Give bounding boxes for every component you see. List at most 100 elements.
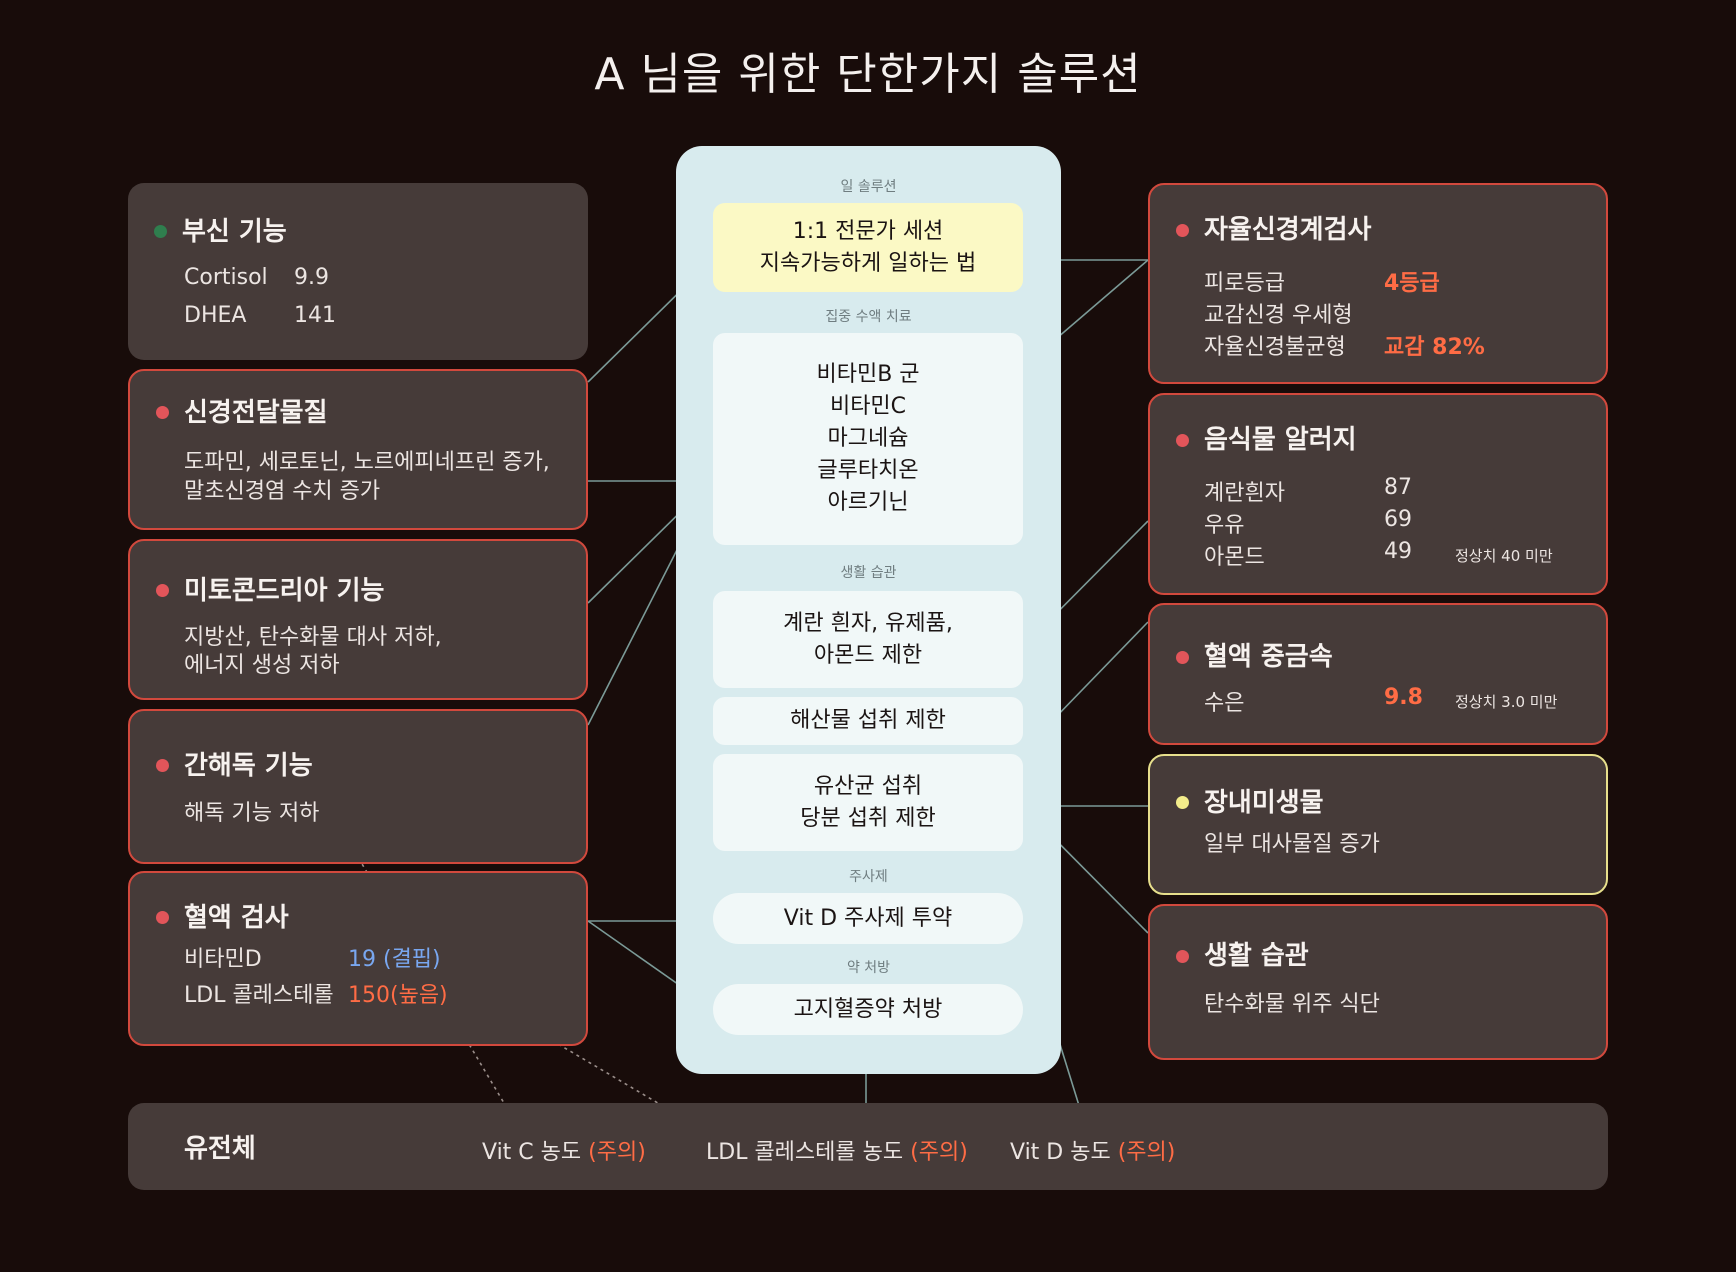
solution-line: 고지혈증약 처방 [793, 996, 943, 1022]
genome-item-status: (주의) [588, 1140, 646, 1165]
solution-line: 유산균 섭취 [813, 773, 923, 799]
genome-item: LDL 콜레스테롤 농도 (주의) [706, 1134, 968, 1166]
status-dot [154, 225, 167, 238]
card-title: 혈액 검사 [184, 903, 289, 933]
row-value: 9.8 [1384, 685, 1423, 710]
card-liver: 간해독 기능 해독 기능 저하 [128, 709, 588, 864]
card-adrenal: 부신 기능 Cortisol 9.9 DHEA 141 [128, 183, 588, 360]
card-line: 도파민, 세로토닌, 노르에피네프린 증가, [184, 450, 550, 475]
solution-item: 고지혈증약 처방 [713, 984, 1023, 1035]
section-label: 생활 습관 [840, 565, 897, 581]
status-dot [1176, 796, 1189, 809]
solution-item: 1:1 전문가 세션 지속가능하게 일하는 법 [713, 203, 1023, 292]
card-mitochondria: 미토콘드리아 기능 지방산, 탄수화물 대사 저하, 에너지 생성 저하 [128, 539, 588, 700]
row-label: 피로등급 [1204, 271, 1285, 296]
card-line: 에너지 생성 저하 [184, 653, 340, 678]
reference-note: 정상치 40 미만 [1455, 547, 1553, 565]
status-dot [1176, 950, 1189, 963]
row-label: 교감신경 우세형 [1204, 303, 1353, 328]
solution-line: 해산물 섭취 제한 [790, 708, 946, 733]
status-dot [1176, 434, 1189, 447]
genome-title: 유전체 [184, 1134, 256, 1164]
status-dot [156, 406, 169, 419]
card-title: 음식물 알러지 [1204, 425, 1357, 455]
row-value: 19 (결핍) [348, 947, 441, 972]
row-label: LDL 콜레스테롤 [184, 983, 334, 1008]
card-line: 해독 기능 저하 [184, 801, 320, 826]
card-title: 미토콘드리아 기능 [184, 576, 385, 606]
status-dot [156, 584, 169, 597]
card-title: 생활 습관 [1204, 941, 1309, 971]
solution-line: 당분 섭취 제한 [800, 805, 936, 831]
card-title: 신경전달물질 [184, 398, 328, 428]
card-line: 말초신경염 수치 증가 [184, 479, 381, 504]
card-line: 지방산, 탄수화물 대사 저하, [184, 625, 442, 650]
section-label: 약 처방 [846, 960, 891, 976]
solution-item: 해산물 섭취 제한 [713, 697, 1023, 745]
card-title: 부신 기능 [182, 217, 287, 247]
row-value: 교감 82% [1384, 335, 1485, 360]
row-label: 우유 [1204, 513, 1245, 538]
card-line: 탄수화물 위주 식단 [1204, 992, 1380, 1017]
solution-line: 1:1 전문가 세션 [792, 218, 944, 244]
card-ans-test: 자율신경계검사 피로등급 4등급 교감신경 우세형 자율신경불균형 교감 82% [1148, 183, 1608, 384]
row-label: 자율신경불균형 [1204, 335, 1346, 360]
solution-line: 계란 흰자, 유제품, [783, 610, 953, 636]
solution-line: 아르기닌 [827, 490, 909, 515]
card-title: 자율신경계검사 [1204, 215, 1372, 245]
solution-line: 마그네슘 [827, 426, 909, 451]
solution-line: 글루타치온 [817, 458, 919, 483]
card-neurotransmitter: 신경전달물질 도파민, 세로토닌, 노르에피네프린 증가, 말초신경염 수치 증… [128, 369, 588, 530]
status-dot [156, 759, 169, 772]
genome-item-label: Vit C 농도 [482, 1140, 582, 1165]
card-title: 장내미생물 [1204, 788, 1324, 818]
solution-line: 비타민C [829, 394, 907, 419]
row-value: 69 [1384, 507, 1412, 532]
genome-bar: 유전체 Vit C 농도 (주의) LDL 콜레스테롤 농도 (주의) Vit … [128, 1103, 1608, 1190]
solution-item: 계란 흰자, 유제품, 아몬드 제한 [713, 591, 1023, 688]
row-label: 계란흰자 [1204, 481, 1285, 506]
row-value: 141 [294, 303, 336, 328]
card-blood-test: 혈액 검사 비타민D 19 (결핍) LDL 콜레스테롤 150(높음) [128, 871, 588, 1046]
card-heavy-metal: 혈액 중금속 수은 9.8 정상치 3.0 미만 [1148, 603, 1608, 745]
row-value: 4등급 [1384, 271, 1440, 296]
row-label: Cortisol [184, 265, 268, 290]
solution-line: 비타민B 군 [816, 362, 920, 387]
status-dot [1176, 651, 1189, 664]
section-label: 주사제 [849, 869, 888, 885]
dotted-liver-vitc [329, 809, 521, 1131]
genome-item: Vit D 농도 (주의) [1010, 1134, 1175, 1166]
page-title: A 님을 위한 단한가지 솔루션 [594, 49, 1142, 100]
genome-item-label: LDL 콜레스테롤 농도 [706, 1140, 904, 1165]
row-value: 87 [1384, 475, 1412, 500]
solution-item: 비타민B 군 비타민C 마그네슘 글루타치온 아르기닌 [713, 333, 1023, 545]
row-value: 49 [1384, 539, 1412, 564]
row-label: 아몬드 [1204, 545, 1265, 570]
row-value: 150(높음) [348, 983, 448, 1008]
card-gut-microbiome: 장내미생물 일부 대사물질 증가 [1148, 754, 1608, 895]
row-label: DHEA [184, 303, 247, 328]
genome-item-status: (주의) [1117, 1140, 1176, 1165]
card-lifestyle: 생활 습관 탄수화물 위주 식단 [1148, 904, 1608, 1060]
card-title: 혈액 중금속 [1204, 642, 1333, 672]
section-label: 일 솔루션 [840, 179, 897, 195]
status-dot [156, 911, 169, 924]
row-label: 비타민D [184, 947, 262, 972]
card-food-allergy: 음식물 알러지 계란흰자 87 우유 69 아몬드 49 정상치 40 미만 [1148, 393, 1608, 595]
genome-item-label: Vit D 농도 [1010, 1140, 1111, 1165]
genome-item-status: (주의) [910, 1140, 968, 1165]
reference-note: 정상치 3.0 미만 [1455, 693, 1558, 711]
solution-line: 아몬드 제한 [813, 642, 923, 668]
solution-item: Vit D 주사제 투약 [713, 893, 1023, 944]
card-title: 간해독 기능 [184, 751, 313, 781]
solution-panel: 일 솔루션 1:1 전문가 세션 지속가능하게 일하는 법 집중 수액 치료 비… [676, 146, 1061, 1074]
solution-line: Vit D 주사제 투약 [783, 905, 953, 931]
solution-item: 유산균 섭취 당분 섭취 제한 [713, 754, 1023, 851]
genome-item: Vit C 농도 (주의) [482, 1134, 646, 1166]
section-label: 집중 수액 치료 [825, 309, 912, 325]
row-label: 수은 [1204, 691, 1245, 716]
card-line: 일부 대사물질 증가 [1204, 832, 1380, 857]
row-value: 9.9 [294, 265, 329, 290]
solution-line: 지속가능하게 일하는 법 [759, 250, 977, 276]
status-dot [1176, 224, 1189, 237]
